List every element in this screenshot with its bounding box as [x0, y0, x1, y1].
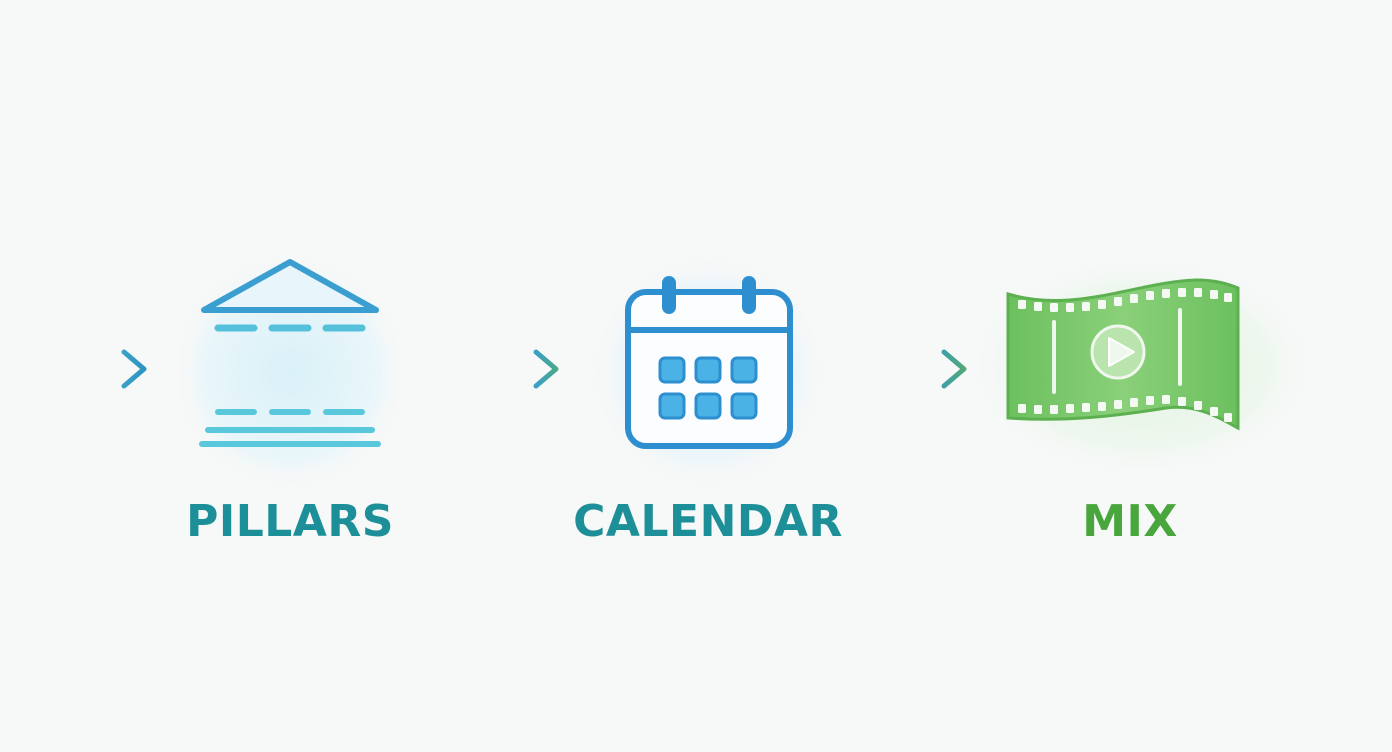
- step-label-mix: MIX: [1082, 496, 1178, 547]
- calendar-icon: [592, 256, 824, 488]
- step-label-pillars: PILLARS: [186, 496, 394, 547]
- sprocket-holes-bottom: [1018, 395, 1232, 422]
- step-label-calendar: CALENDAR: [573, 496, 843, 547]
- arrow-right-icon: [431, 349, 559, 389]
- film-strip-play-icon: [972, 258, 1312, 474]
- sprocket-holes-top: [1018, 288, 1232, 312]
- arrow-right-icon: [43, 349, 147, 389]
- arrow-right-icon: [847, 349, 967, 389]
- pillars-building-icon: [174, 256, 406, 486]
